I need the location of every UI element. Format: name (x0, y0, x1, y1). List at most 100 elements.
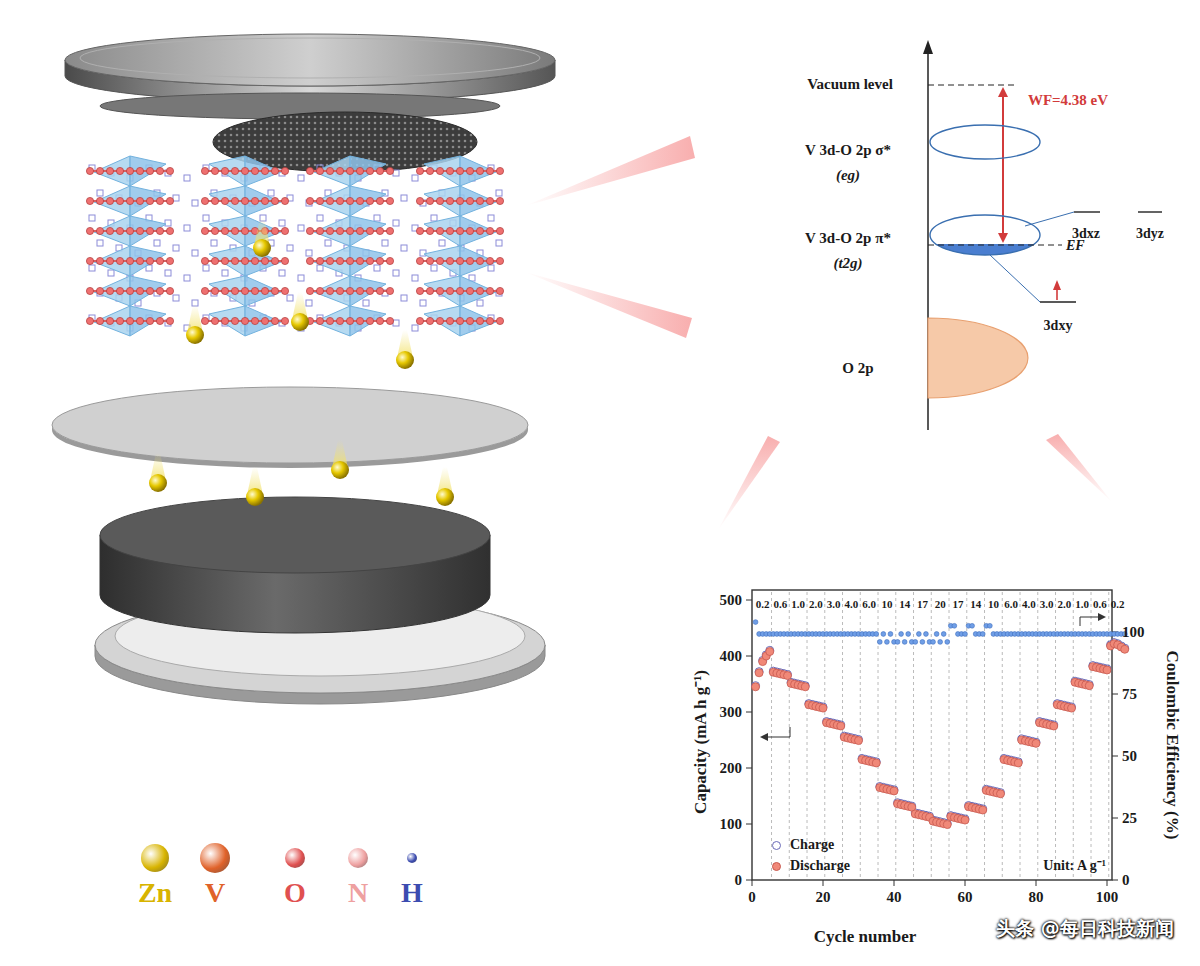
oxygen-atom (221, 197, 228, 204)
current-density-label: 2.0 (809, 599, 823, 610)
oxygen-atom (306, 227, 313, 234)
hydrogen-atom (279, 220, 285, 226)
hydrogen-atom (317, 265, 323, 271)
oxygen-atom (386, 257, 393, 264)
hydrogen-atom (173, 245, 179, 251)
tick (746, 824, 752, 825)
oxygen-atom (221, 167, 228, 174)
oxygen-atom (136, 227, 143, 234)
hydrogen-atom (488, 265, 494, 271)
hydrogen-atom (97, 190, 103, 196)
current-density-label: 4.0 (845, 599, 859, 610)
arrow-head (998, 233, 1008, 243)
zinc-ion (149, 453, 167, 492)
oxygen-atom (201, 227, 208, 234)
current-density-label: 2.0 (1058, 599, 1072, 610)
oxygen-atom (446, 227, 453, 234)
oxygen-atom (241, 227, 248, 234)
oxygen-atom (156, 197, 163, 204)
oxygen-atom (201, 167, 208, 174)
work-function-label: WF=4.38 eV (1028, 93, 1108, 108)
oxygen-atom (221, 317, 228, 324)
oxygen-atom (136, 257, 143, 264)
oxygen-atom (436, 167, 443, 174)
top-cap (65, 34, 555, 86)
discharge-point (1085, 682, 1093, 690)
separator (52, 387, 528, 463)
current-density-label: 17 (917, 599, 928, 610)
oxygen-atom (106, 317, 113, 324)
oxygen-atom (96, 167, 103, 174)
oxygen-atom (201, 287, 208, 294)
oxygen-atom (416, 317, 423, 324)
tick-label: 75 (1122, 687, 1137, 702)
oxygen-atom (86, 257, 93, 264)
oxygen-atom (96, 227, 103, 234)
oxygen-atom (221, 287, 228, 294)
zinc-ion (291, 292, 309, 331)
oxygen-atom (326, 167, 333, 174)
oxygen-atom (476, 167, 483, 174)
oxygen-atom (436, 287, 443, 294)
oxygen-atom (231, 167, 238, 174)
arrow-head (923, 40, 933, 54)
oxygen-atom (366, 287, 373, 294)
watermark: 头条 @每日科技新闻 (996, 919, 1174, 938)
oxygen-atom (156, 167, 163, 174)
oxygen-atom (446, 257, 453, 264)
oxygen-atom (496, 197, 503, 204)
oxygen-atom (316, 167, 323, 174)
orbital-label: 3dyz (1136, 227, 1164, 241)
efficiency-point (920, 640, 925, 645)
oxygen-atom (366, 167, 373, 174)
efficiency-point (945, 640, 950, 645)
hydrogen-atom (89, 215, 95, 221)
legend-text: Discharge (790, 859, 850, 873)
zinc-ion (396, 330, 414, 369)
energy-level (1138, 211, 1162, 212)
oxygen-atom (166, 317, 173, 324)
oxygen-atom (126, 167, 133, 174)
oxygen-atom (261, 287, 268, 294)
discharge-point (1068, 704, 1076, 712)
oxygen-atom (166, 257, 173, 264)
oxygen-atom (281, 287, 288, 294)
arrow-head (760, 733, 768, 741)
oxygen-atom (486, 167, 493, 174)
hydrogen-atom (165, 220, 171, 226)
oxygen-atom (136, 197, 143, 204)
band-label: (t2g) (833, 256, 862, 271)
oxygen-atom (146, 257, 153, 264)
legend-text: N (348, 879, 368, 907)
oxygen-atom (261, 197, 268, 204)
oxygen-atom (486, 257, 493, 264)
oxygen-atom (241, 287, 248, 294)
oxygen-atom (126, 287, 133, 294)
oxygen-atom (241, 257, 248, 264)
oxygen-atom (126, 227, 133, 234)
oxygen-atom (426, 257, 433, 264)
oxygen-atom (146, 287, 153, 294)
zinc-ion (246, 467, 264, 506)
oxygen-atom (376, 167, 383, 174)
oxygen-atom (416, 167, 423, 174)
arrow-head (1098, 613, 1106, 621)
oxygen-atom (386, 197, 393, 204)
oxygen-atom (376, 197, 383, 204)
oxygen-atom (476, 197, 483, 204)
oxygen-atom (466, 227, 473, 234)
oxygen-atom (146, 317, 153, 324)
rate-chart (746, 590, 1129, 886)
oxygen-atom (436, 317, 443, 324)
axis-level-label: Vacuum level (807, 77, 893, 92)
hydrogen-atom (420, 300, 426, 306)
oxygen-atom (211, 287, 218, 294)
zinc-ion (331, 461, 349, 479)
oxygen-atom (326, 227, 333, 234)
hydrogen-atom (306, 300, 312, 306)
oxygen-atom (426, 197, 433, 204)
axis-title: Cycle number (814, 928, 916, 945)
current-density-label: 3.0 (1040, 599, 1054, 610)
legend-text: Charge (790, 838, 834, 852)
